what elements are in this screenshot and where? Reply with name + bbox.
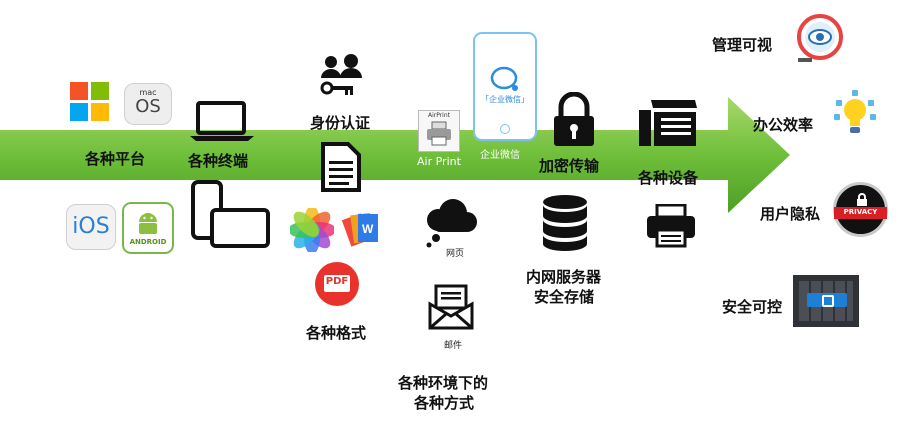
mail-icon: [428, 284, 474, 330]
laptop-icon: [190, 101, 254, 141]
label-methods-line2: 各种方式: [414, 394, 475, 412]
wecom-screen-text: 「企业微信」: [481, 95, 529, 104]
label-devices: 各种设备: [638, 169, 699, 187]
photos-icon: [290, 208, 334, 252]
label-terminals: 各种终端: [188, 152, 249, 170]
wecom-phone-icon: 「企业微信」: [473, 32, 537, 141]
label-formats: 各种格式: [306, 324, 367, 342]
copier-icon: [639, 100, 697, 146]
label-privacy: 用户隐私: [760, 205, 821, 223]
pdf-icon: PDF: [315, 262, 359, 306]
label-identity: 身份认证: [310, 114, 371, 132]
label-storage-line1: 内网服务器: [526, 268, 602, 286]
macos-bottom-text: OS: [135, 96, 161, 117]
macos-top-text: mac: [139, 88, 157, 97]
label-airprint: Air Print: [417, 155, 461, 168]
privacy-badge-text: PRIVACY: [843, 208, 878, 216]
label-methods-line1: 各种环境下的: [398, 374, 489, 392]
ios-text: iOS: [72, 214, 110, 239]
label-efficiency: 办公效率: [753, 116, 814, 134]
printer-icon: [647, 204, 695, 248]
label-storage-line2: 安全存储: [534, 288, 595, 306]
secure-keyboard-icon: [793, 275, 859, 327]
office-docs-icon: W: [342, 212, 378, 247]
label-control: 安全可控: [722, 298, 783, 316]
android-text: ANDROID: [129, 238, 167, 246]
label-mail: 邮件: [444, 341, 463, 351]
label-encrypted: 加密传输: [539, 157, 600, 175]
label-wecom: 企业微信: [480, 150, 520, 161]
identity-users-icon: [320, 54, 362, 95]
lightbulb-icon: [834, 90, 876, 133]
phone-tablet-icon: [191, 180, 270, 248]
cloud-web-icon: [426, 199, 477, 248]
macos-icon: mac OS: [124, 83, 172, 125]
eye-monitor-icon: [797, 14, 843, 62]
label-manage: 管理可视: [712, 36, 773, 54]
label-cloud: 网页: [446, 249, 465, 259]
windows-icon: [70, 82, 109, 121]
svg-text:W: W: [362, 222, 374, 236]
lock-icon: [554, 92, 594, 146]
android-icon: ANDROID: [122, 202, 174, 254]
document-icon: [321, 142, 361, 192]
ios-icon: iOS: [66, 204, 116, 250]
privacy-badge-icon: PRIVACY: [833, 182, 888, 237]
pdf-text: PDF: [325, 276, 349, 287]
airprint-badge-text: AirPrint: [427, 112, 451, 119]
label-platforms: 各种平台: [85, 150, 146, 168]
airprint-icon: AirPrint: [418, 110, 460, 152]
database-icon: [543, 195, 587, 251]
